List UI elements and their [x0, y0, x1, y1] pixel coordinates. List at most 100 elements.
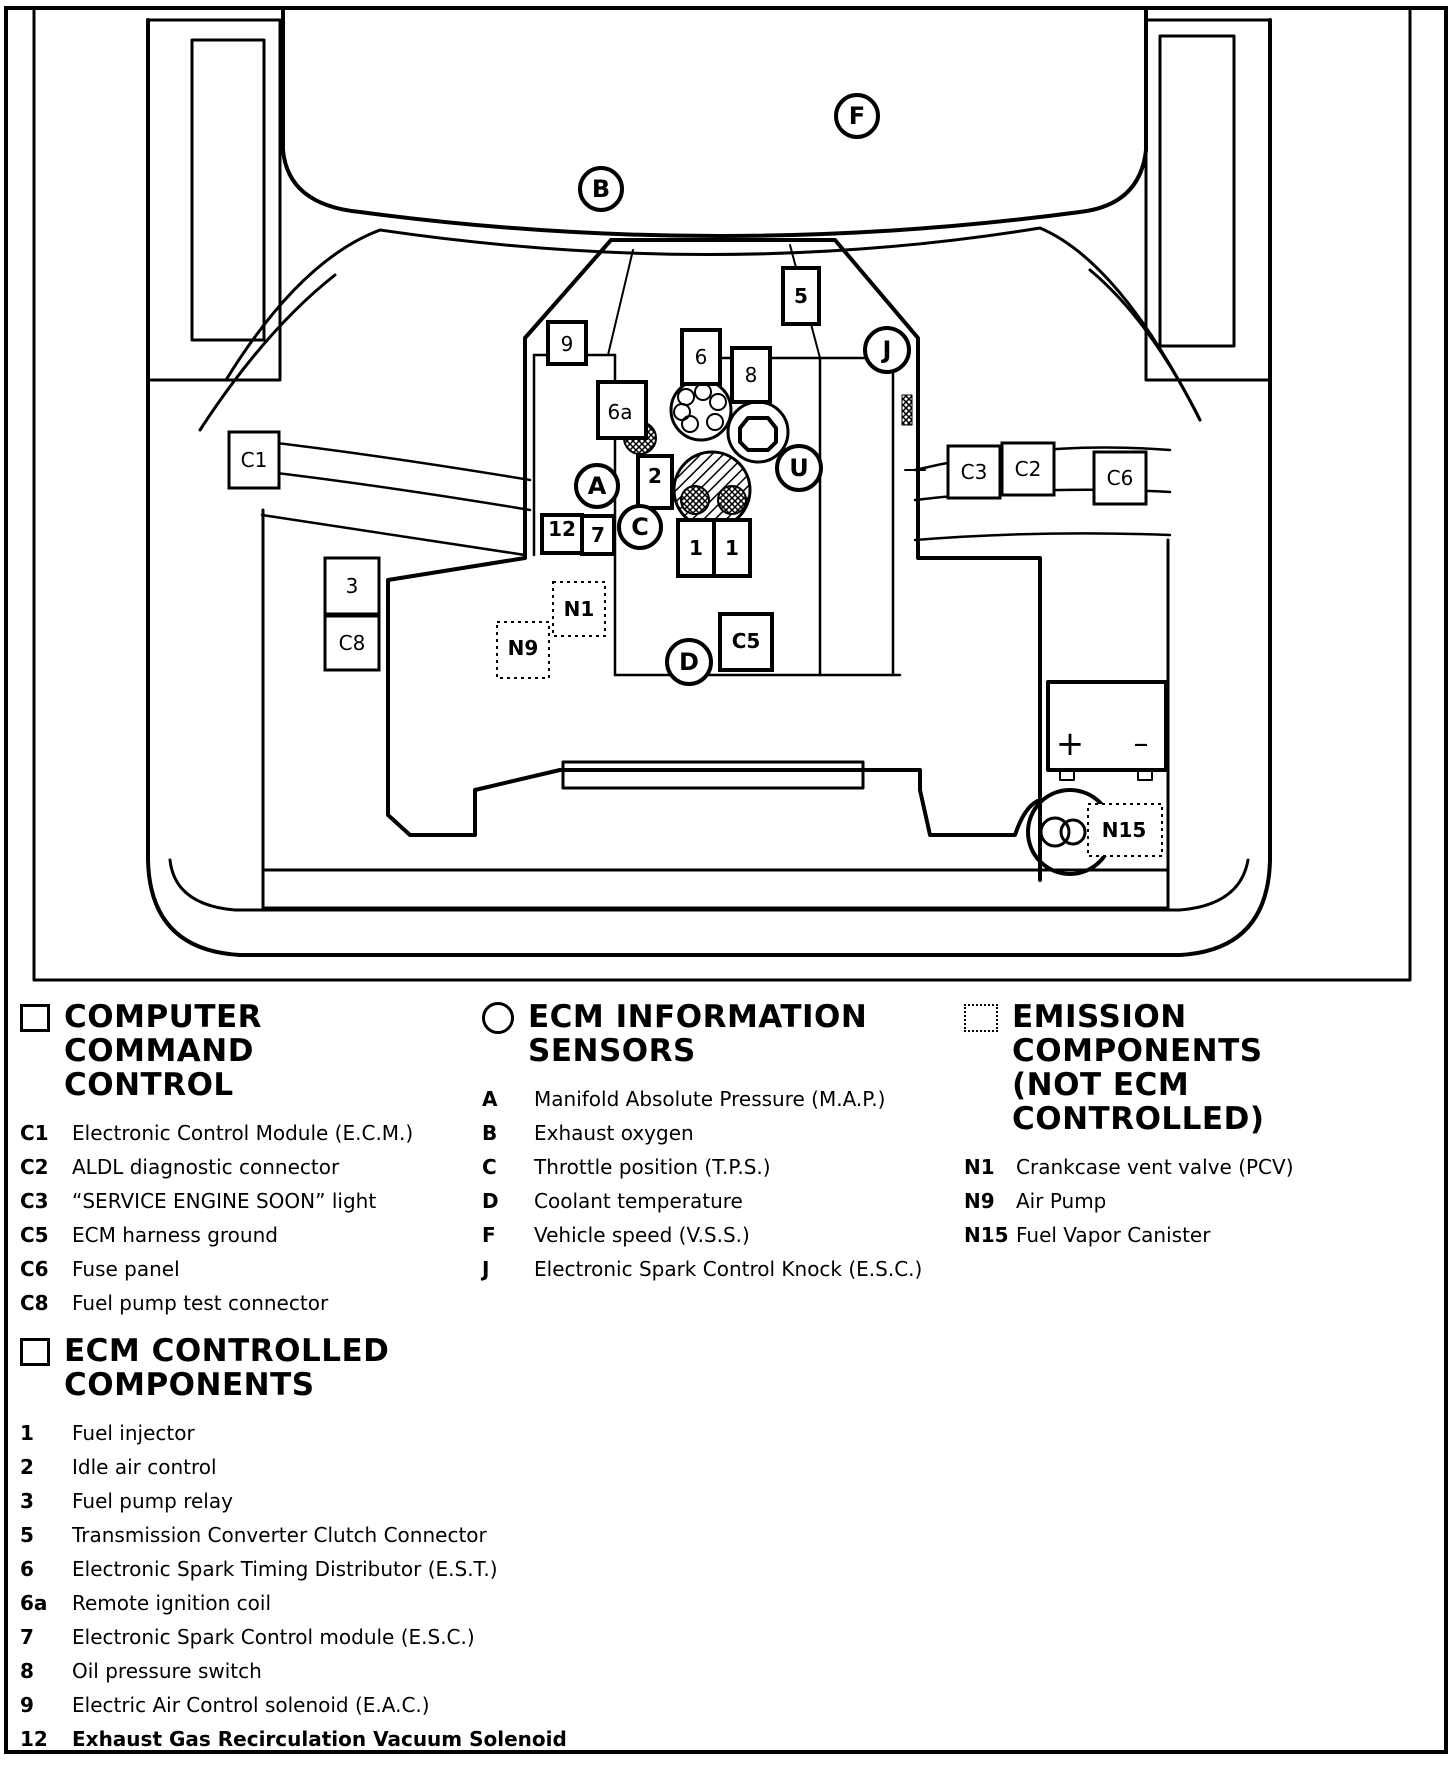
- cowl-outline: [281, 6, 1148, 238]
- label-c1: C1: [241, 448, 268, 472]
- label-circle-f: F: [849, 102, 865, 130]
- dotted-square-symbol-icon: [964, 1004, 998, 1032]
- box-8: [730, 346, 772, 404]
- circle-d: [665, 638, 713, 686]
- circle-f: [834, 93, 880, 139]
- label-c5: C5: [732, 629, 761, 653]
- box-c2: [1000, 441, 1056, 497]
- label-8: 8: [745, 363, 758, 387]
- label-2: 2: [648, 464, 662, 488]
- box-2: [636, 454, 674, 510]
- label-circle-d: D: [679, 648, 699, 676]
- box-c8: [323, 614, 381, 672]
- label-9: 9: [561, 332, 574, 356]
- circle-a: [574, 463, 620, 509]
- box-c3: [946, 444, 1002, 500]
- label-c3: C3: [961, 460, 988, 484]
- legend-title: EMISSION COMPONENTS (NOT ECM CONTROLLED): [1012, 999, 1265, 1137]
- legend-title: ECM INFORMATION SENSORS: [528, 999, 868, 1069]
- battery-plus: +: [1056, 724, 1085, 764]
- box-6a: [596, 380, 648, 440]
- label-circle-u: U: [789, 454, 809, 482]
- box-n9: [496, 621, 550, 679]
- right-fender: [1144, 18, 1272, 382]
- box-9: [546, 320, 588, 366]
- front-bumper-inner: [168, 858, 1250, 912]
- label-1-left: 1: [689, 536, 703, 560]
- engine-compartment-diagram: C1 C3 C2 C6 3 C8 C5 5 9 6 8 6a 2 12 7 1 …: [32, 6, 1412, 982]
- diagram-border: [32, 6, 1412, 982]
- label-12: 12: [548, 517, 576, 541]
- list-item: C3“SERVICE ENGINE SOON” light: [20, 1189, 377, 1213]
- circle-b: [578, 166, 624, 212]
- label-c6: C6: [1107, 466, 1134, 490]
- box-c1: [227, 430, 281, 490]
- circle-c: [617, 504, 663, 550]
- label-3: 3: [346, 574, 359, 598]
- car-body-outline: [146, 18, 1272, 957]
- legend-title: COMPUTER COMMAND CONTROL: [64, 999, 263, 1103]
- label-5: 5: [794, 284, 808, 308]
- box-n15: [1087, 803, 1163, 857]
- box-7: [580, 514, 616, 556]
- box-1-right: [712, 518, 752, 578]
- circle-symbol-icon: [482, 1002, 514, 1034]
- left-fender: [146, 18, 282, 382]
- box-c5: [718, 612, 774, 672]
- label-circle-c: C: [631, 513, 649, 541]
- box-n1: [552, 581, 606, 637]
- label-circle-j: J: [881, 336, 892, 364]
- legend-emission-components: EMISSION COMPONENTS (NOT ECM CONTROLLED)…: [964, 1000, 1434, 1252]
- label-c8: C8: [339, 631, 366, 655]
- box-3: [323, 556, 381, 616]
- legend-title: ECM CONTROLLED COMPONENTS: [64, 1333, 390, 1403]
- label-6: 6: [695, 345, 708, 369]
- label-n1: N1: [564, 597, 595, 621]
- box-5: [781, 266, 821, 326]
- battery: [1046, 680, 1168, 772]
- label-7: 7: [591, 523, 605, 547]
- battery-minus: –: [1134, 727, 1149, 762]
- label-n9: N9: [508, 636, 539, 660]
- engine-outline: [386, 238, 1042, 837]
- box-c6: [1092, 450, 1148, 506]
- label-1-right: 1: [725, 536, 739, 560]
- label-6a: 6a: [608, 400, 633, 424]
- square-symbol-icon: [20, 1004, 50, 1032]
- label-circle-b: B: [592, 175, 610, 203]
- circle-j: [863, 326, 911, 374]
- oil-cap: [738, 416, 778, 452]
- box-6: [680, 328, 722, 386]
- label-circle-a: A: [588, 472, 607, 500]
- label-c2: C2: [1015, 457, 1042, 481]
- circle-u: [775, 444, 823, 492]
